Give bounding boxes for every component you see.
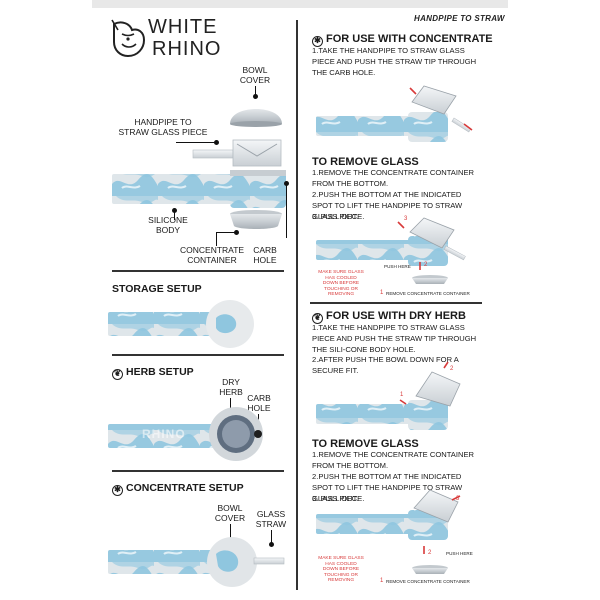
herb-n3: 3 [456, 496, 460, 502]
storage-setup-title: STORAGE SETUP [112, 283, 202, 295]
silicone-body-illustration [112, 170, 286, 208]
concentrate-n1: 1 [380, 290, 384, 296]
concentrate-warning: MAKE SURE GLASS HAS COOLED DOWN BEFORE T… [318, 270, 364, 298]
column-divider [296, 20, 298, 590]
herb-step-2: 2.AFTER PUSH THE BOWL DOWN FOR A SECURE … [312, 355, 459, 375]
concentrate-remove-step-3: 3. PULL OUT. [312, 212, 359, 221]
bowl-cover-illustration [230, 109, 282, 127]
herb-remove-illustration [316, 489, 461, 574]
leaf-icon: ❦ [112, 369, 123, 380]
herb-insert-n1: 1 [400, 392, 404, 398]
herb-push-here: PUSH HERE [446, 551, 473, 556]
herb-remove-step-2: 2.PUSH THE BOTTOM AT THE INDICATED SPOT … [312, 472, 463, 503]
herb-use-title: ❦FOR USE WITH DRY HERB [312, 310, 466, 324]
leaf-icon: ❦ [312, 313, 323, 324]
drop-icon: ✱ [312, 36, 323, 47]
drop-icon: ✱ [112, 485, 123, 496]
herb-remove-container: REMOVE CONCENTRATE CONTAINER [386, 579, 470, 584]
herb-remove-step-1: 1.REMOVE THE CONCENTRATE CONTAINER FROM … [312, 450, 475, 470]
label-dry-herb: DRY HERB [219, 377, 243, 397]
label-concentrate-bowl-cover: BOWL COVER [214, 503, 246, 523]
concentrate-pipe-illustration [108, 537, 285, 587]
herb-setup-title: ❦HERB SETUP [112, 366, 194, 380]
herb-insert-n2: 2 [450, 366, 454, 372]
herb-remove-title: TO REMOVE GLASS [312, 438, 419, 450]
concentrate-use-title: ✱FOR USE WITH CONCENTRATE [312, 33, 493, 47]
label-concentrate-container: CONCENTRATE CONTAINER [180, 245, 245, 265]
concentrate-insert-illustration [316, 85, 473, 142]
concentrate-push-here: PUSH HERE [384, 264, 411, 269]
herb-n1: 1 [380, 578, 384, 584]
brand-line-1: WHITE [148, 16, 218, 38]
herb-insert-illustration [316, 361, 461, 430]
concentrate-remove-container: REMOVE CONCENTRATE CONTAINER [386, 291, 470, 296]
label-bowl-cover: BOWL COVER [239, 65, 271, 85]
herb-n2: 2 [428, 550, 432, 556]
header-right: HANDPIPE TO STRAW [414, 14, 505, 23]
storage-pipe-illustration [108, 300, 254, 348]
concentrate-remove-step-1: 1.REMOVE THE CONCENTRATE CONTAINER FROM … [312, 168, 475, 188]
concentrate-step-1: 1.TAKE THE HANDPIPE TO STRAW GLASS PIECE… [312, 46, 477, 77]
label-handpipe-to-straw: HANDPIPE TO STRAW GLASS PIECE [118, 117, 208, 137]
herb-step-1: 1.TAKE THE HANDPIPE TO STRAW GLASS PIECE… [312, 323, 477, 354]
glass-piece-illustration [192, 139, 282, 167]
concentrate-remove-illustration [316, 217, 466, 284]
concentrate-remove-title: TO REMOVE GLASS [312, 156, 419, 168]
concentrate-remove-step-2: 2.PUSH THE BOTTOM AT THE INDICATED SPOT … [312, 190, 463, 221]
label-herb-carb-hole: CARB HOLE [247, 393, 271, 413]
top-border [92, 0, 508, 8]
rhino-logo-icon [111, 19, 146, 58]
label-carb-hole: CARB HOLE [253, 245, 277, 265]
label-glass-straw: GLASS STRAW [255, 509, 287, 529]
concentrate-setup-title: ✱CONCENTRATE SETUP [112, 482, 244, 496]
herb-warning: MAKE SURE GLASS HAS COOLED DOWN BEFORE T… [318, 556, 364, 584]
herb-pipe-illustration [108, 407, 263, 461]
pipe-text-herb: RHINO [142, 427, 186, 441]
herb-remove-step-3: 3. PULL OUT. [312, 494, 359, 503]
concentrate-n3: 3 [404, 216, 408, 222]
brand-line-2: RHINO [152, 38, 222, 60]
concentrate-n2: 2 [424, 262, 428, 268]
concentrate-container-illustration [230, 210, 282, 229]
label-silicone-body: SILICONE BODY [148, 215, 188, 235]
brand-logo: WHITE RHINO [108, 16, 222, 64]
